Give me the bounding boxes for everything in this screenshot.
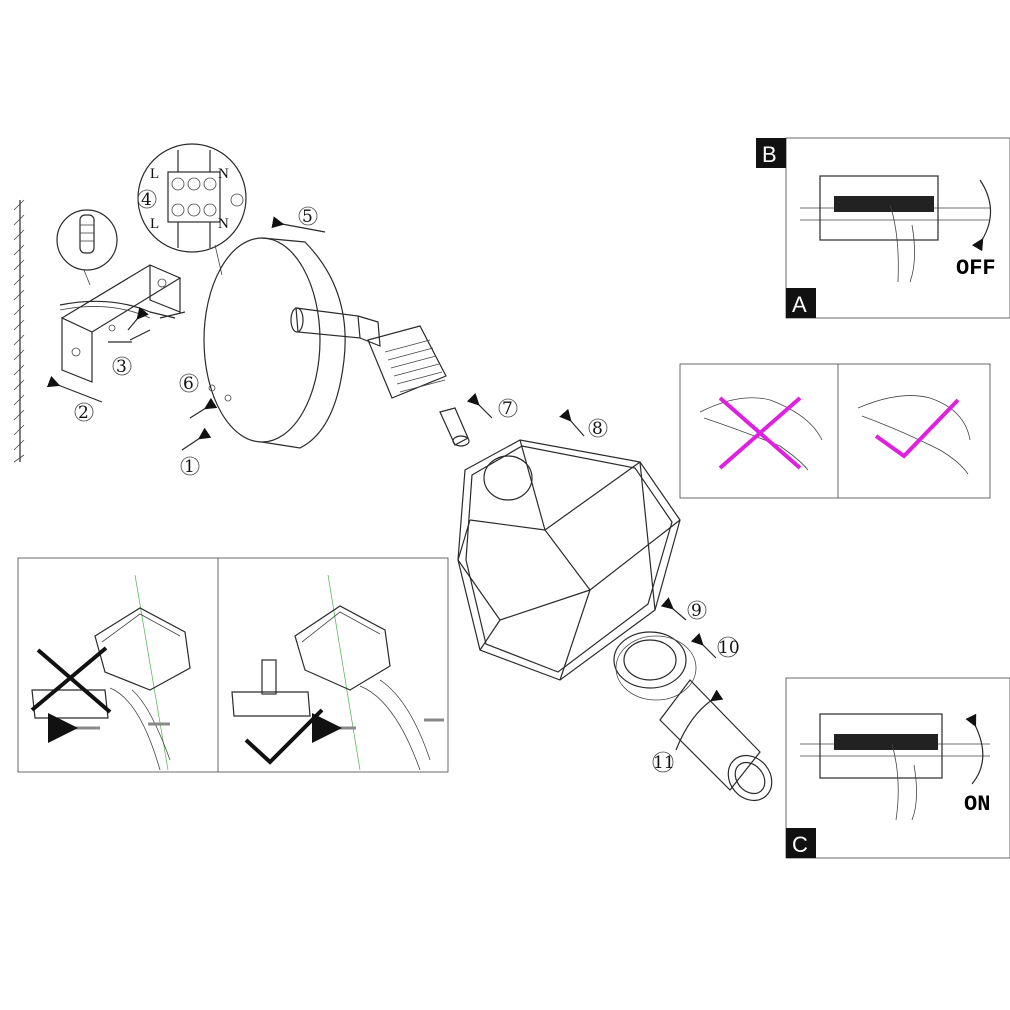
terminal-block-detail: L N L N	[137, 143, 247, 276]
step-labels: 1 2 3 4 5 6 7 8 9 10 11	[46, 189, 740, 773]
panel-cage-adjust	[17, 557, 449, 773]
step-8: 8	[592, 419, 603, 439]
ring-parts	[613, 631, 773, 802]
step-6: 6	[183, 374, 194, 394]
panel-breaker-off: B A OFF	[756, 137, 1010, 319]
terminal-label-l-bottom: L	[150, 216, 159, 232]
correct-check-icon	[874, 398, 960, 459]
wall	[13, 199, 25, 463]
status-off: OFF	[956, 256, 996, 281]
wall-plug-detail	[56, 209, 118, 286]
panel-a-letter: A	[792, 292, 807, 317]
step-7: 7	[502, 399, 513, 419]
step-2: 2	[78, 403, 89, 423]
terminal-label-n-bottom: N	[218, 216, 229, 232]
mounting-bracket	[59, 264, 186, 383]
terminal-label-n-top: N	[218, 166, 229, 182]
status-on: ON	[964, 792, 990, 817]
step-4: 4	[141, 190, 152, 210]
lampholder	[367, 325, 470, 447]
step-3: 3	[116, 357, 127, 377]
step-9: 9	[691, 601, 702, 621]
step-10: 10	[718, 638, 740, 658]
panel-bulb-handling	[679, 363, 991, 499]
step-11: 11	[653, 753, 675, 773]
step-5: 5	[302, 207, 313, 227]
panel-breaker-on: C ON	[785, 677, 1010, 859]
panel-b-letter: B	[762, 142, 777, 167]
panel-c-letter: C	[792, 832, 808, 857]
terminal-label-l-top: L	[150, 166, 159, 182]
canopy	[203, 237, 381, 449]
cage-shade	[457, 439, 681, 681]
step-1: 1	[184, 457, 195, 477]
